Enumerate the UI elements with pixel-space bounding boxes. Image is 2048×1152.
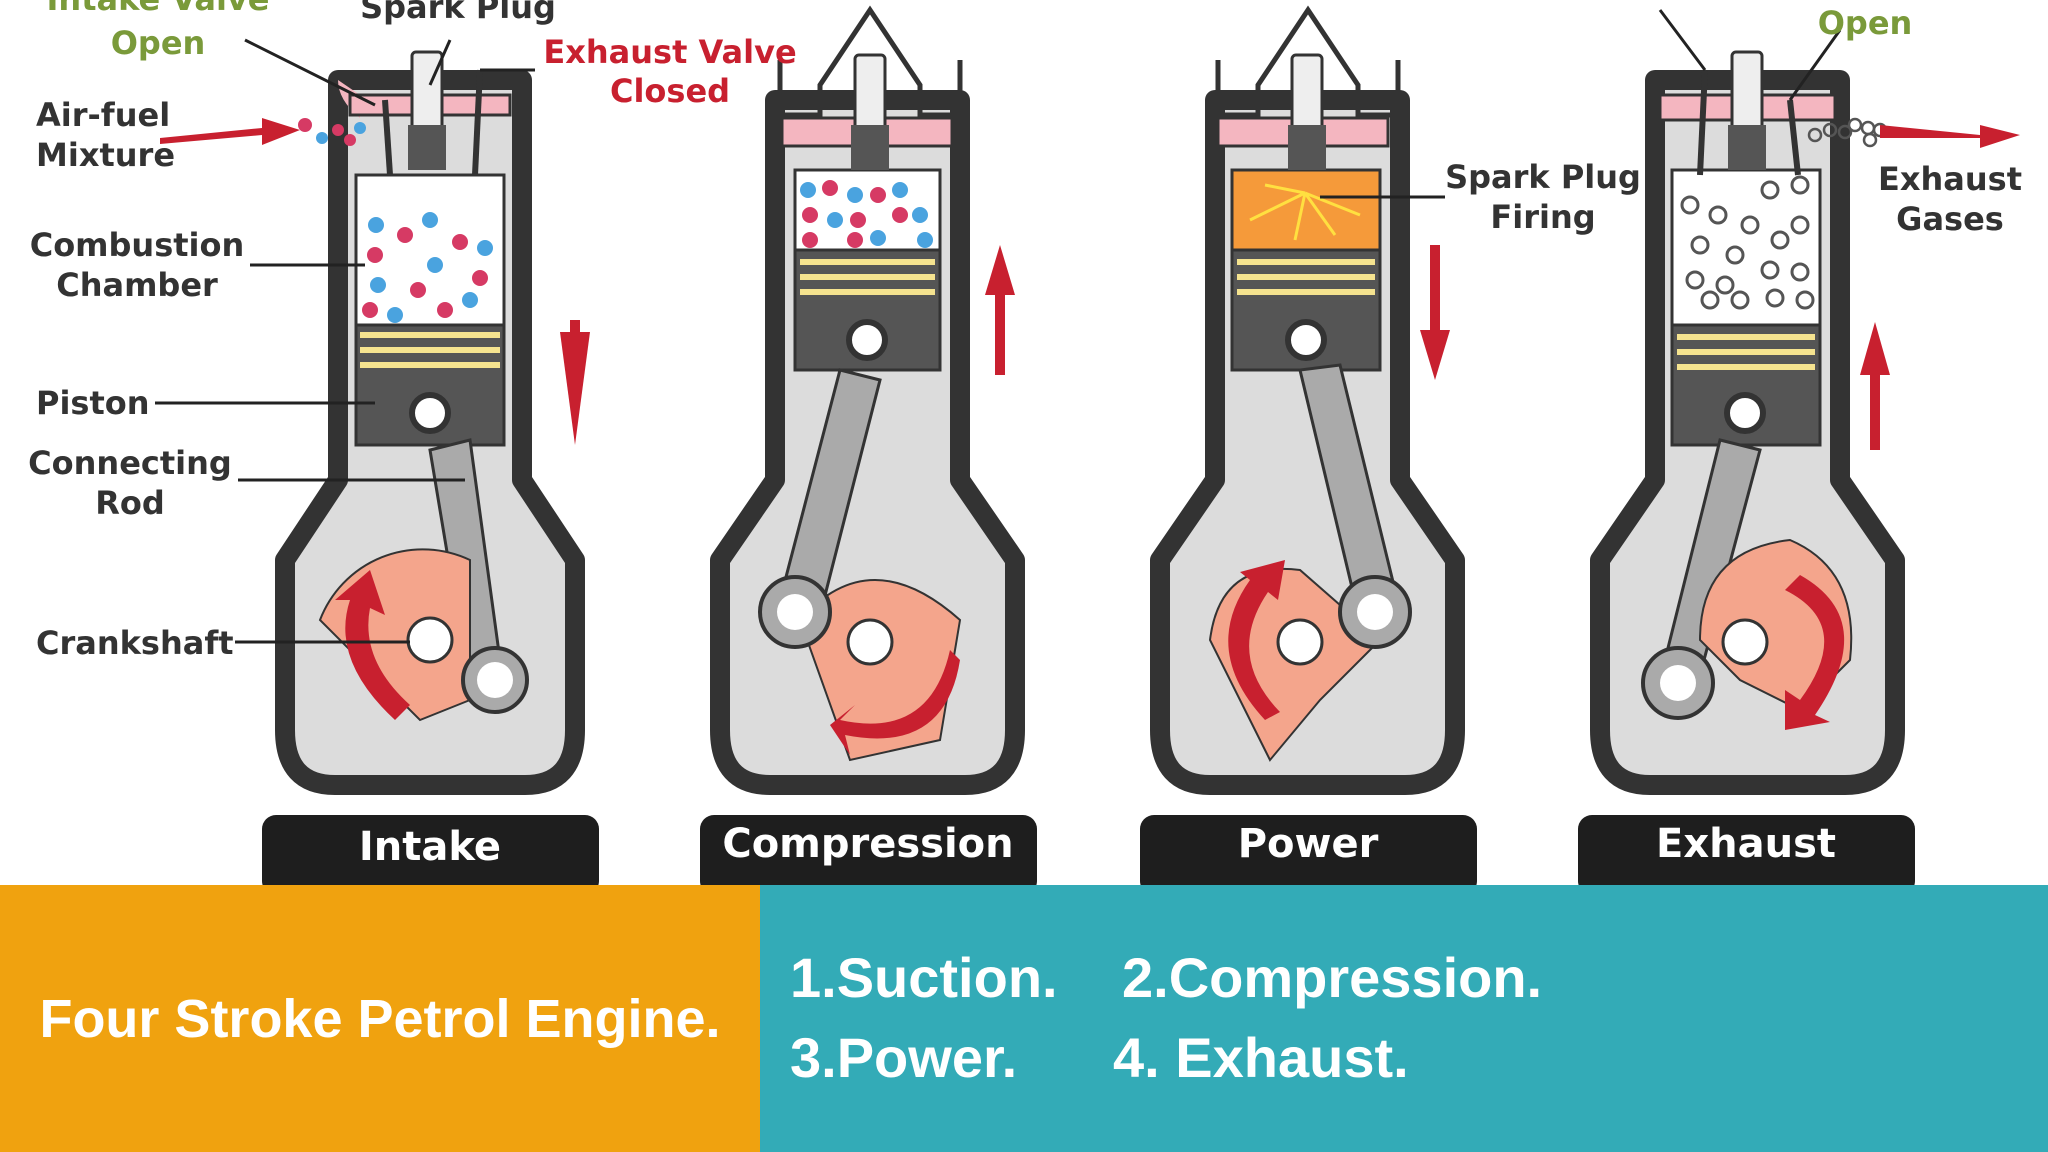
strokes-panel: 1.Suction. 2.Compression. 3.Power. 4. Ex… [760, 885, 2048, 1152]
stroke-item-1: 1.Suction. [790, 946, 1058, 1009]
engine-exhaust [1590, 50, 2020, 795]
stage-label-intake: Intake [359, 824, 501, 870]
engine-power [1150, 5, 1465, 795]
label-chamber: Chamber [56, 266, 218, 304]
label-crankshaft: Crankshaft [36, 624, 234, 662]
label-connecting: Connecting [28, 444, 232, 482]
stroke-item-3: 3.Power. [790, 1026, 1018, 1089]
footer-title: Four Stroke Petrol Engine. [39, 988, 721, 1049]
label-firing: Firing [1490, 198, 1595, 236]
stroke-item-2: 2.Compression. [1122, 946, 1543, 1009]
label-exhaust-gases-1: Exhaust [1878, 160, 2022, 198]
label-piston: Piston [36, 384, 150, 422]
stroke-item-4: 4. Exhaust. [1113, 1026, 1409, 1089]
label-combustion: Combustion [30, 226, 245, 264]
label-exhaust-valve-open: Open [1818, 4, 1913, 42]
title-panel: Four Stroke Petrol Engine. [0, 885, 760, 1152]
engine-compression [710, 5, 1025, 795]
label-mixture: Mixture [36, 136, 175, 174]
label-exhaust-closed: Closed [610, 72, 730, 110]
stage-label-power: Power [1238, 821, 1379, 867]
label-air-fuel: Air-fuel [36, 96, 170, 134]
label-rod: Rod [95, 484, 165, 522]
label-intake-valve: Intake Valve [47, 0, 270, 18]
label-spark-plug-firing: Spark Plug [1445, 158, 1641, 196]
engine-diagram: Intake Compression Power Exhaust Intake … [28, 0, 2022, 885]
stage-label-exhaust: Exhaust [1656, 821, 1836, 867]
stage-label-compression: Compression [722, 821, 1013, 867]
label-exhaust-gases-2: Gases [1896, 200, 2004, 238]
engine-intake [275, 50, 590, 795]
label-exhaust-valve: Exhaust Valve [543, 33, 796, 71]
label-intake-open: Open [111, 24, 206, 62]
label-spark-plug: Spark Plug [360, 0, 556, 26]
